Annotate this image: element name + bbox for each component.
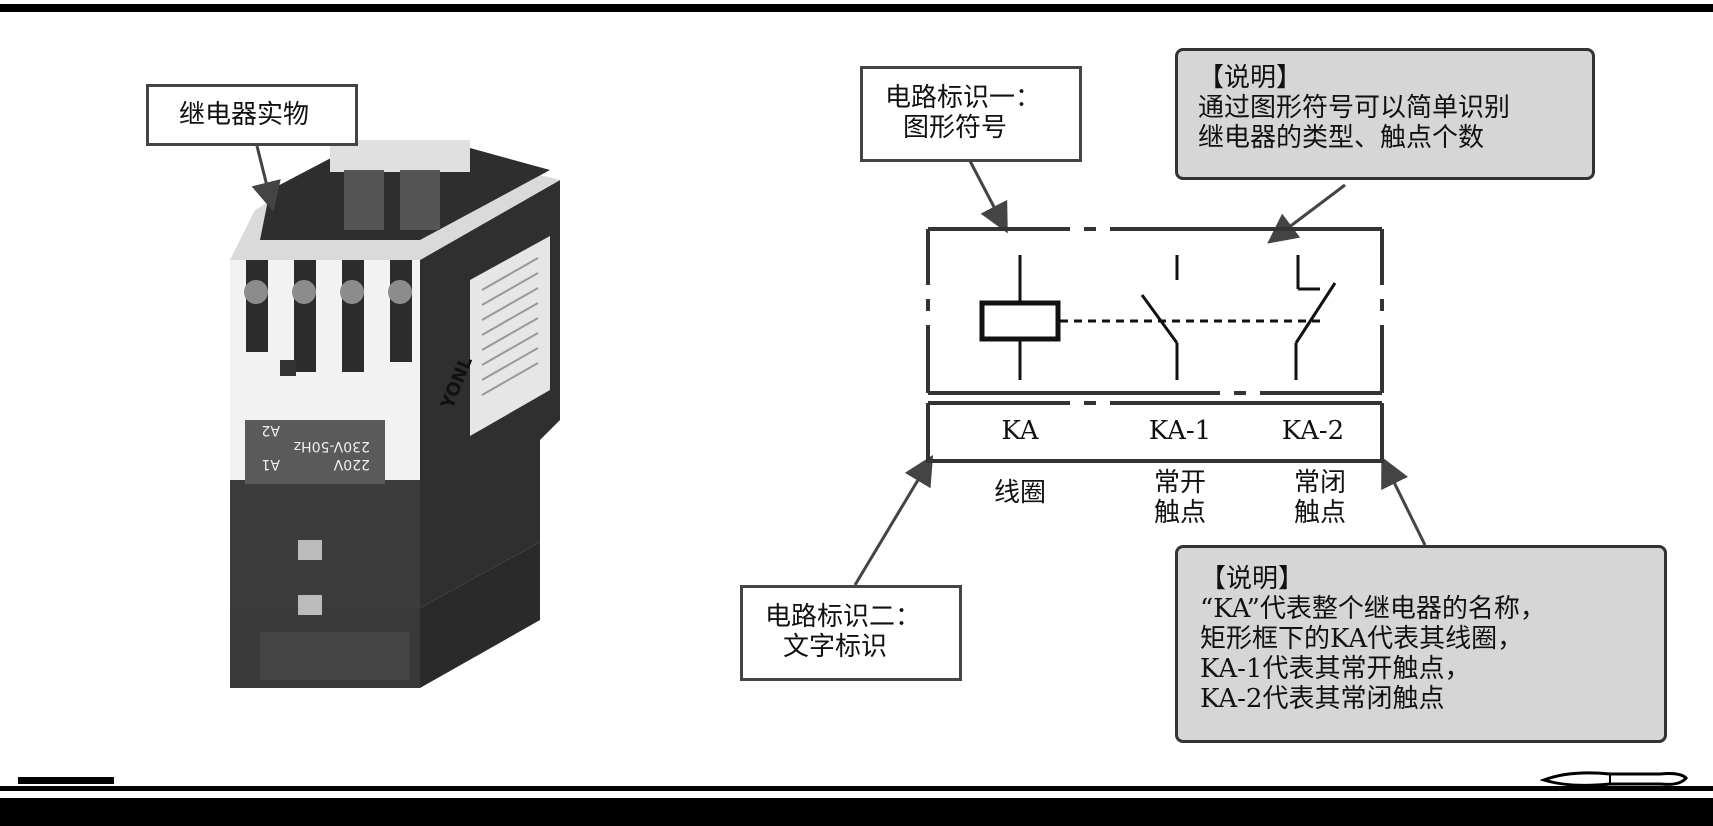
coil-symbol [979,300,1061,342]
top-rule [0,4,1713,12]
plate-line-3: A1 [262,456,280,472]
ka-label: KA [1001,416,1039,446]
footer-left-bar [18,777,114,784]
note-top-line-2: 通过图形符号可以简单识别 [1198,93,1511,123]
relay-photo: YONL 220V 230V-50Hz A1 A2 [230,140,560,688]
no-caption: 常开 触点 [1140,468,1220,528]
note-top-line-3: 继电器的类型、触点个数 [1198,123,1485,153]
nc-caption-line-1: 常闭 [1293,468,1346,498]
bottom-rule-thick [0,798,1713,826]
lower-frame-sides [926,403,1384,463]
note-bottom-line-3: 矩形框下的KA代表其线圈， [1200,624,1524,654]
photo-label-arrow [251,145,281,212]
pencil-icon [1540,771,1688,787]
circuit-id-1-line-1: 电路标识一： [885,83,1042,113]
id2-arrow [853,454,934,586]
relay-symbol-diagram [926,227,1384,463]
circuit-id-2-line-1: 电路标识二： [765,602,922,632]
note-bottom-line-1: 【说明】 [1200,564,1305,594]
ka2-label: KA-2 [1281,416,1345,446]
note-bottom-line-4: KA-1代表其常开触点， [1200,654,1471,684]
nc-caption: 常闭 触点 [1280,468,1360,528]
no-caption-line-2: 触点 [1153,498,1206,528]
ka1-label: KA-1 [1148,416,1212,446]
coil-caption: 线圈 [993,478,1046,508]
bottom-rule-thin [0,786,1713,791]
no-caption-line-1: 常开 [1153,468,1206,498]
plate-line-2: 230V-50Hz [294,438,370,454]
note-top-line-1: 【说明】 [1198,63,1303,93]
note-bottom-box: 【说明】 “KA”代表整个继电器的名称， 矩形框下的KA代表其线圈， KA-1代… [1175,545,1667,743]
note-top-box: 【说明】 通过图形符号可以简单识别 继电器的类型、触点个数 [1175,48,1595,180]
note-bottom-line-5: KA-2代表其常闭触点 [1200,684,1445,714]
circuit-id-2-line-2: 文字标识 [783,632,888,662]
photo-label-box: 继电器实物 [146,84,358,146]
note-bottom-arrow [1381,456,1427,546]
id1-arrow [968,160,1008,234]
circuit-id-1-line-2: 图形符号 [903,113,1008,143]
nc-caption-line-2: 触点 [1293,498,1346,528]
footer-right-block [1518,812,1653,826]
circuit-id-1-box: 电路标识一： 图形符号 [860,66,1082,162]
plate-line-4: A2 [262,422,280,438]
no-contact-symbol [1140,255,1179,380]
nc-contact-symbol [1294,255,1337,380]
plate-line-1: 220V [333,456,370,472]
note-bottom-line-2: “KA”代表整个继电器的名称， [1200,594,1546,624]
circuit-id-2-box: 电路标识二： 文字标识 [740,585,962,681]
photo-label-text: 继电器实物 [179,100,310,130]
